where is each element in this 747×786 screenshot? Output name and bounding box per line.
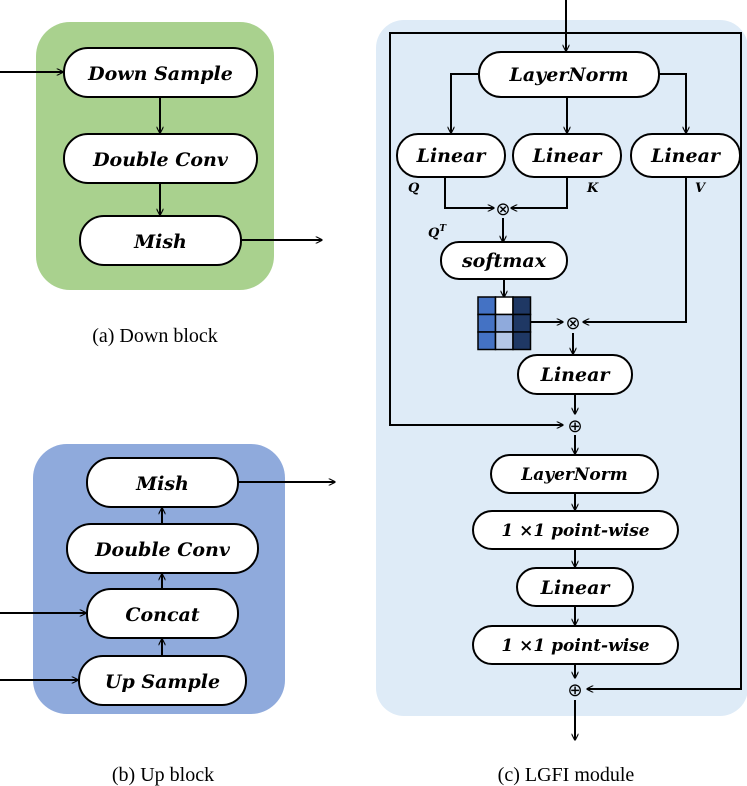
up-sample-label: Up Sample — [105, 671, 220, 693]
pointwise-2-label: 1 ×1 point-wise — [501, 636, 649, 656]
lgfi-caption: (c) LGFI module — [498, 764, 635, 786]
q-label: Q — [408, 181, 420, 196]
attention-matrix — [477, 296, 532, 351]
double-conv-label: Double Conv — [94, 539, 231, 561]
residual-path-2 — [566, 32, 742, 689]
linear-v-label: Linear — [650, 145, 722, 167]
up-block: Mish Double Conv Concat Up Sample (b) Up… — [0, 444, 335, 786]
double-conv-label: Double Conv — [92, 149, 229, 171]
layernorm-2-label: LayerNorm — [520, 465, 627, 485]
add-op-2: ⊕ — [567, 680, 582, 701]
matrix-cell — [477, 313, 497, 333]
concat-label: Concat — [125, 604, 199, 626]
linear-q-node — [396, 133, 506, 178]
lgfi-module: LayerNorm Linear Linear Linear Q K V ⊗ Q… — [376, 0, 747, 786]
multiply-op-2: ⊗ — [565, 313, 580, 334]
qt-label: QT — [428, 224, 447, 241]
matrix-cell — [512, 331, 532, 351]
down-block-caption: (a) Down block — [92, 325, 218, 347]
add-op-1: ⊕ — [567, 416, 582, 437]
matrix-cell — [494, 296, 514, 316]
linear-k-label: Linear — [532, 145, 604, 167]
matrix-cell — [494, 313, 514, 333]
k-label: K — [586, 181, 599, 196]
k-to-mul — [511, 177, 568, 208]
down-block: Down Sample Double Conv Mish (a) Down bl… — [0, 22, 322, 347]
pointwise-1-label: 1 ×1 point-wise — [501, 521, 649, 541]
matrix-cell — [477, 296, 497, 316]
linear-mid-label: Linear — [540, 577, 612, 599]
linear-out-label: Linear — [540, 364, 612, 386]
q-to-mul — [444, 177, 494, 208]
layernorm-label: LayerNorm — [509, 64, 629, 86]
mish-label: Mish — [135, 473, 189, 495]
branch-q — [451, 73, 479, 133]
multiply-op-1: ⊗ — [495, 199, 510, 220]
matrix-cell — [512, 296, 532, 316]
branch-v — [659, 73, 686, 133]
linear-q-label: Linear — [416, 145, 488, 167]
softmax-label: softmax — [461, 250, 547, 272]
matrix-cell — [512, 313, 532, 333]
v-to-mul — [583, 177, 687, 322]
residual-path-1 — [389, 32, 566, 425]
v-label: V — [695, 181, 707, 196]
down-sample-label: Down Sample — [87, 63, 233, 85]
mish-label: Mish — [133, 231, 187, 253]
matrix-cell — [477, 331, 497, 351]
up-block-caption: (b) Up block — [112, 764, 214, 786]
matrix-cell — [494, 331, 514, 351]
